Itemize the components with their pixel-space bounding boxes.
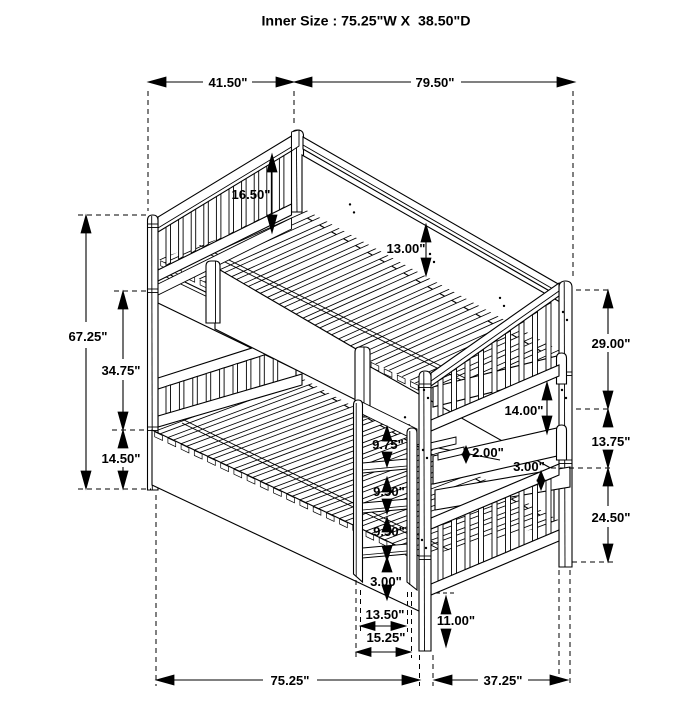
svg-text:3.00": 3.00" [370,574,402,589]
svg-text:15.25": 15.25" [367,630,406,645]
svg-text:41.50": 41.50" [209,75,248,90]
svg-text:13.75": 13.75" [592,434,631,449]
svg-text:9.50": 9.50" [373,524,405,539]
svg-text:13.50": 13.50" [366,607,405,622]
svg-text:75.25": 75.25" [271,673,310,688]
svg-text:24.50": 24.50" [592,510,631,525]
svg-text:11.00": 11.00" [437,613,475,628]
svg-text:14.00": 14.00" [505,403,544,418]
svg-text:29.00": 29.00" [592,336,631,351]
svg-text:79.50": 79.50" [416,75,455,90]
svg-text:2.00": 2.00" [472,445,504,460]
svg-text:34.75": 34.75" [102,363,141,378]
svg-text:13.00": 13.00" [387,241,426,256]
svg-text:67.25": 67.25" [69,329,108,344]
svg-text:3.00": 3.00" [513,459,545,474]
svg-text:14.50": 14.50" [102,451,141,466]
svg-text:16.50": 16.50" [232,187,271,202]
svg-text:37.25": 37.25" [484,673,523,688]
svg-text:Inner Size : 75.25"W X 38.50": Inner Size : 75.25"W X 38.50"D [261,14,470,30]
svg-text:9.75": 9.75" [372,437,404,452]
svg-text:9.50": 9.50" [373,484,405,499]
